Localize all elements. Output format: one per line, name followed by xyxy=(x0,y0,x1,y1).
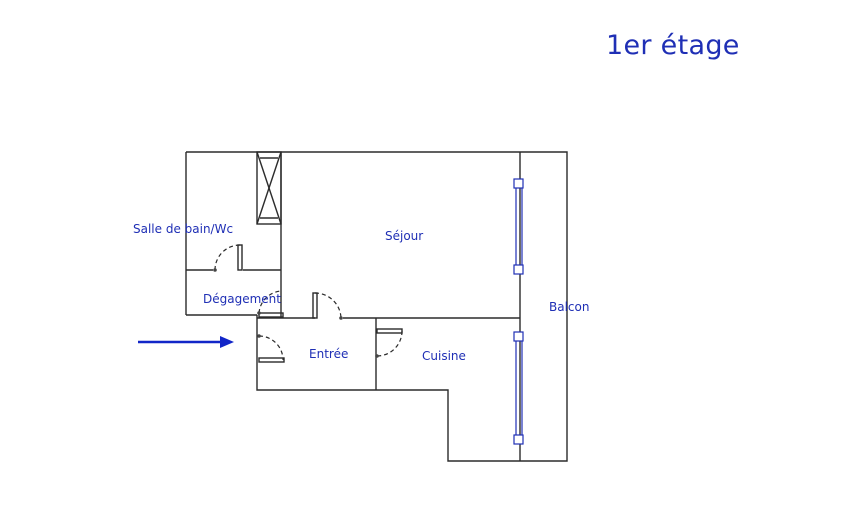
room-label-bathroom: Salle de bain/Wc xyxy=(133,222,233,236)
kitchen-window xyxy=(513,331,524,445)
living-room-window xyxy=(513,178,524,275)
outer-walls xyxy=(185,151,568,462)
ventilation-shaft xyxy=(256,151,282,225)
living-room-door xyxy=(312,292,343,320)
floor-title: 1er étage xyxy=(606,30,740,61)
room-label-balcony: Balcon xyxy=(549,300,589,314)
kitchen-door xyxy=(375,328,403,358)
entry-arrow-icon xyxy=(138,336,234,348)
room-label-entrance: Entrée xyxy=(309,347,348,361)
interior-walls xyxy=(186,152,521,461)
hallway-door xyxy=(257,290,284,318)
room-label-living: Séjour xyxy=(385,229,423,243)
room-label-kitchen: Cuisine xyxy=(422,349,466,363)
front-door xyxy=(257,334,285,363)
room-label-hallway: Dégagement xyxy=(203,292,281,306)
bathroom-door xyxy=(213,244,243,272)
